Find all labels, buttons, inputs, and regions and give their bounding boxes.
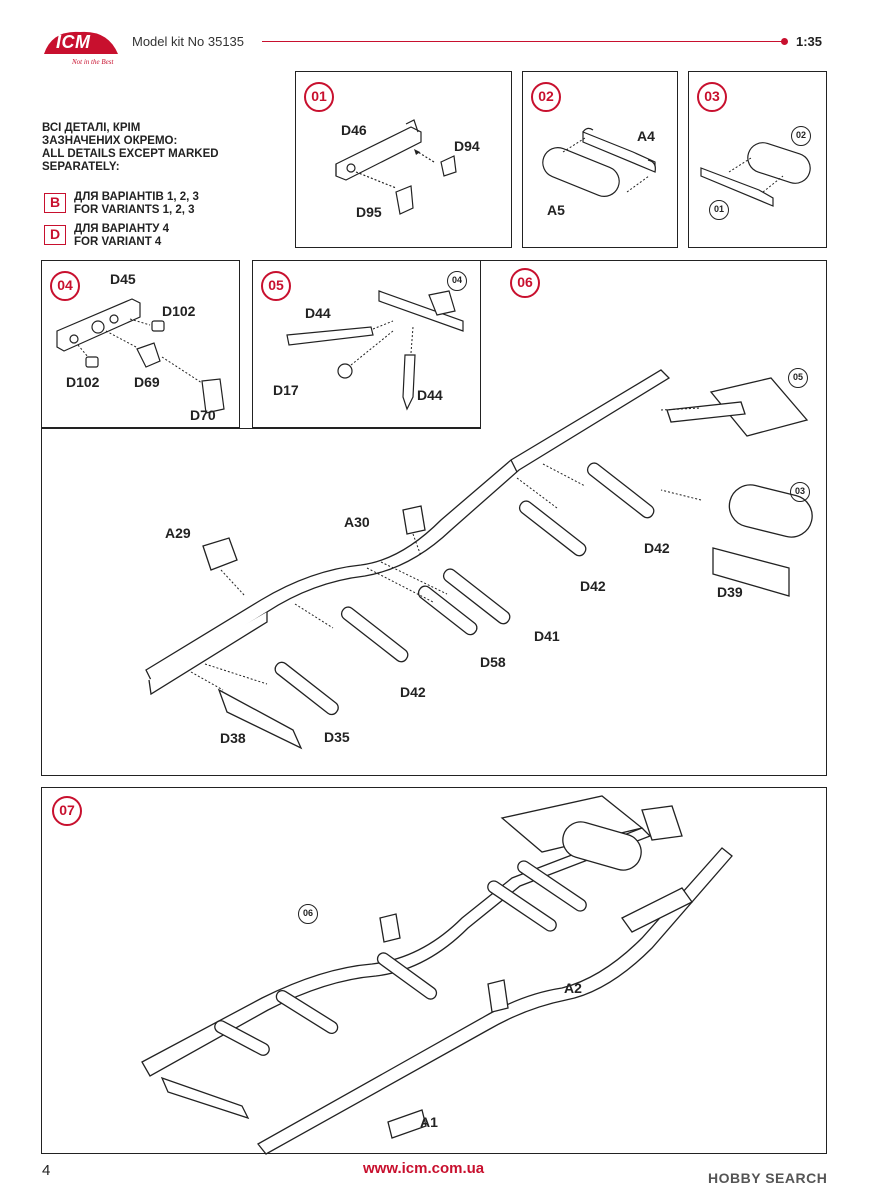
part-label-d38: D38 [220,730,246,746]
part-label-a1: A1 [420,1114,438,1130]
variant-b-ua: ДЛЯ ВАРІАНТІВ 1, 2, 3 [74,191,199,203]
scale-label: 1:35 [796,34,823,49]
step-04-panel: 04 D45 D102 D102 D69 D70 [41,260,240,428]
legend-line-1: ВСІ ДЕТАЛІ, КРІМ [42,122,141,134]
step-07-badge: 07 [52,796,82,826]
variant-b-en: FOR VARIANTS 1, 2, 3 [74,204,195,216]
part-label-d102-right: D102 [162,303,196,319]
legend-line-2: ЗАЗНАЧЕНИХ ОКРЕМО: [42,135,178,147]
part-label-d42-right: D42 [644,540,670,556]
header-rule [262,41,784,42]
part-label-d58: D58 [480,654,506,670]
part-label-a5: A5 [547,202,565,218]
part-label-d42-left: D42 [400,684,426,700]
step-02-badge: 02 [531,82,561,112]
part-label-a30: A30 [344,514,370,530]
watermark: HOBBY SEARCH [708,1170,828,1186]
step-01-drawing [335,119,457,215]
part-label-d44-top: D44 [305,305,331,321]
legend-line-3: ALL DETAILS EXCEPT MARKED [42,148,219,160]
step-06-frame-top [481,260,827,428]
step-02-drawing [542,127,656,197]
step-07-drawing [141,795,733,1155]
step-03-ref-01: 01 [709,200,729,220]
part-label-a4: A4 [637,128,655,144]
step-05-ref-04: 04 [447,271,467,291]
part-label-d41: D41 [534,628,560,644]
step-05-badge: 05 [261,271,291,301]
variant-b-box: B [44,193,66,213]
step-03-ref-02: 02 [791,126,811,146]
variant-d-label: ДЛЯ ВАРІАНТУ 4 FOR VARIANT 4 [74,223,169,249]
website-link[interactable]: www.icm.com.ua [363,1160,485,1177]
variant-d-en: FOR VARIANT 4 [74,236,162,248]
step-06-drawing [145,369,813,750]
part-label-a29: A29 [165,525,191,541]
step-06-frame-bottom [41,260,827,776]
step-05-panel: 05 04 D44 D17 D44 [252,260,481,428]
step-06-badge: 06 [510,268,540,298]
variant-b-label: ДЛЯ ВАРІАНТІВ 1, 2, 3 FOR VARIANTS 1, 2,… [74,191,199,217]
part-label-d35: D35 [324,729,350,745]
step-05-drawing [286,290,464,411]
part-label-d39: D39 [717,584,743,600]
step-06-ref-05: 05 [788,368,808,388]
step-01-panel: 01 D46 D94 D95 [295,71,512,248]
step-07-panel: 07 06 A2 A1 [41,787,827,1155]
part-label-d46: D46 [341,122,367,138]
variant-d-box: D [44,225,66,245]
step-07-ref-06: 06 [298,904,318,924]
step-02-panel: 02 A4 A5 [522,71,678,248]
part-label-a2: A2 [564,980,582,996]
step-06-frame-left [41,428,43,776]
step-04-drawing [56,298,225,414]
step-04-badge: 04 [50,271,80,301]
part-label-d69: D69 [134,374,160,390]
part-label-d42-mid: D42 [580,578,606,594]
step-06-frame-mid [41,428,481,430]
part-label-d44-bottom: D44 [417,387,443,403]
step-03-badge: 03 [697,82,727,112]
part-label-d70: D70 [190,407,216,423]
step-03-panel: 03 02 01 [688,71,827,248]
brand-text: ICM [56,32,91,52]
variant-d-ua: ДЛЯ ВАРІАНТУ 4 [74,223,170,235]
icm-logo: ICM Not in the Best [42,28,120,66]
step-03-drawing [700,142,811,207]
step-01-badge: 01 [304,82,334,112]
header-rule-dot [781,38,788,45]
part-label-d45: D45 [110,271,136,287]
brand-tagline: Not in the Best [72,58,114,66]
legend: ВСІ ДЕТАЛІ, КРІМ ЗАЗНАЧЕНИХ ОКРЕМО: ALL … [42,122,219,174]
part-label-d95: D95 [356,204,382,220]
kit-number: Model kit No 35135 [132,34,245,49]
step-06-ref-03: 03 [790,482,810,502]
legend-line-4: SEPARATELY: [42,161,120,173]
part-label-d94: D94 [454,138,480,154]
part-label-d102-left: D102 [66,374,100,390]
part-label-d17: D17 [273,382,299,398]
page-number: 4 [42,1162,51,1179]
